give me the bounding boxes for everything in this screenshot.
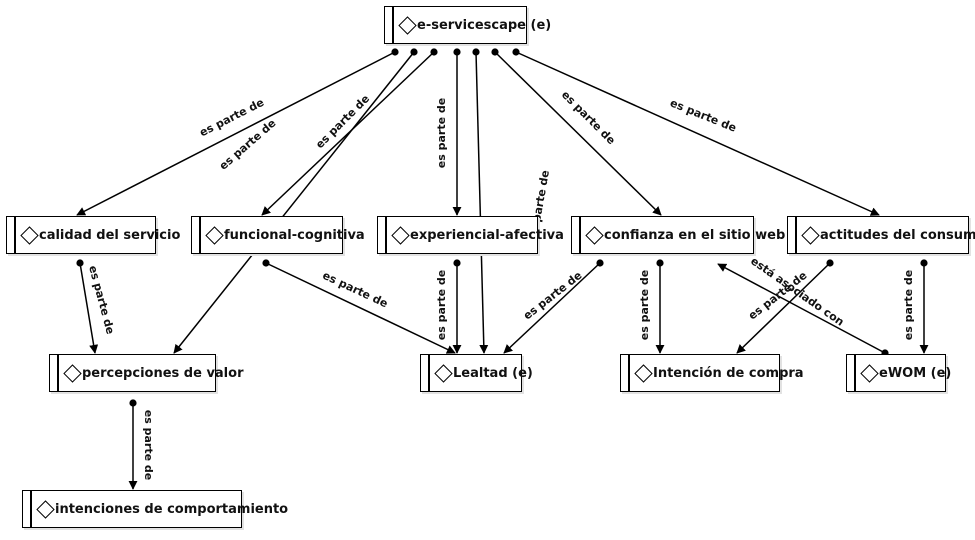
edge-origin-dot — [656, 259, 664, 267]
diamond-icon — [63, 363, 82, 383]
node-label: e-servicescape (e) — [417, 17, 552, 33]
node-funcional-cognitiva[interactable]: funcional-cognitiva — [191, 216, 365, 254]
edge-origin-dot — [920, 259, 928, 267]
edge-origin-dot — [262, 259, 270, 267]
node-intencion-de-compra[interactable]: Intención de compra — [620, 354, 804, 392]
diamond-icon — [434, 363, 453, 383]
node-confianza-en-el-sitio-web[interactable]: confianza en el sitio web — [571, 216, 786, 254]
edge-origin-dot — [512, 48, 520, 56]
edge-origin-dot — [76, 259, 84, 267]
edge-label: es parte de — [142, 410, 155, 480]
node-label: confianza en el sitio web — [604, 227, 786, 243]
edge-origin-dot — [391, 48, 399, 56]
edge-label: es parte de — [435, 98, 448, 168]
edge-origin-dot — [596, 259, 604, 267]
node-actitudes-del-consumidor[interactable]: actitudes del consumidor — [787, 216, 975, 254]
diamond-icon — [634, 363, 653, 383]
diamond-icon — [36, 499, 55, 519]
node-e-servicescape[interactable]: e-servicescape (e) — [384, 6, 552, 44]
node-lealtad[interactable]: Lealtad (e) — [420, 354, 533, 392]
edge-confianza-lealtad — [503, 262, 601, 354]
edge-eservicescape-actitudes — [515, 51, 880, 216]
node-label: Lealtad (e) — [453, 365, 533, 381]
node-percepciones-de-valor[interactable]: percepciones de valor — [49, 354, 244, 392]
edge-origin-dot — [491, 48, 499, 56]
node-label: funcional-cognitiva — [224, 227, 365, 243]
edge-ewom-confianza — [717, 263, 886, 354]
diamond-icon — [585, 225, 604, 245]
edge-origin-dot — [472, 48, 480, 56]
node-label: calidad del servicio — [39, 227, 181, 243]
edge-origin-dot — [453, 259, 461, 267]
node-experiencial-afectiva[interactable]: experiencial-afectiva — [377, 216, 564, 254]
edge-calidad-percepciones — [79, 262, 99, 354]
edge-label: es parte de — [902, 270, 915, 340]
diamond-icon — [205, 225, 224, 245]
edge-eservicescape-lealtad — [475, 51, 489, 354]
node-calidad-del-servicio[interactable]: calidad del servicio — [6, 216, 181, 254]
node-ewom[interactable]: eWOM (e) — [846, 354, 952, 392]
edge-label: es parte de — [321, 269, 390, 311]
edge-label: es parte de — [668, 96, 738, 134]
edge-funcional-lealtad — [265, 262, 456, 354]
edge-eservicescape-funcional — [261, 51, 435, 216]
edge-label: es parte de — [638, 270, 651, 340]
edge-eservicescape-confianza — [494, 51, 662, 216]
edge-label: es parte de — [435, 270, 448, 340]
edge-label: es parte de — [559, 88, 618, 147]
edge-origin-dot — [410, 48, 418, 56]
diamond-icon — [20, 225, 39, 245]
diamond-icon — [391, 225, 410, 245]
node-label: Intención de compra — [653, 365, 804, 381]
node-label: experiencial-afectiva — [410, 227, 564, 243]
edge-origin-dot — [129, 399, 137, 407]
node-label: percepciones de valor — [82, 365, 244, 381]
diamond-icon — [398, 15, 417, 35]
edge-eservicescape-calidad — [76, 51, 396, 216]
edge-eservicescape-percepciones — [173, 51, 415, 354]
edge-origin-dot — [826, 259, 834, 267]
edge-origin-dot — [430, 48, 438, 56]
node-label: intenciones de comportamiento — [55, 501, 289, 517]
diamond-icon — [860, 363, 879, 383]
edge-actitudes-intencion — [736, 262, 831, 354]
node-label: actitudes del consumidor — [820, 227, 975, 243]
edge-label: es parte de — [521, 269, 585, 323]
edge-origin-dot — [453, 48, 461, 56]
node-intenciones-de-comportamiento[interactable]: intenciones de comportamiento — [22, 490, 289, 528]
node-label: eWOM (e) — [879, 365, 952, 381]
diamond-icon — [801, 225, 820, 245]
